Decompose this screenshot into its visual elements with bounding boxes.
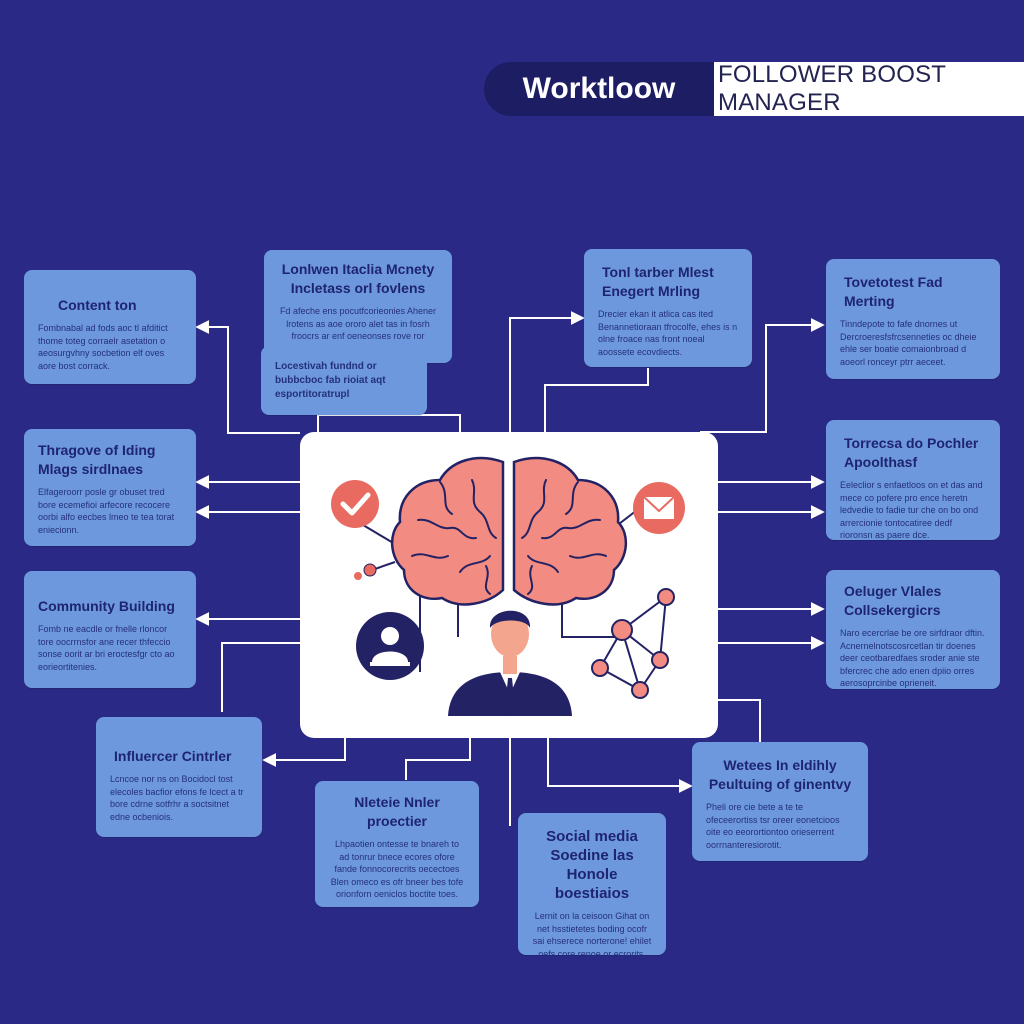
card-content[interactable]: Content ton Fombnabal ad fods aoc tl afd… [24, 270, 196, 384]
person-icon [448, 610, 572, 716]
title-band-text: FOLLOWER BOOST MANAGER [718, 61, 946, 116]
card-torrecsa-body: Eeleclior s enfaetloos on et das and mec… [840, 480, 983, 540]
card-tovetotest-body: Tinndepote to fafe dnornes ut Dercroeres… [840, 319, 977, 367]
card-community-title: Community Building [38, 598, 175, 614]
wire-content [195, 320, 300, 434]
card-wetees-title: Wetees In eldihly Peultuing of ginentvy [708, 757, 852, 792]
card-torrecsa-title: Torrecsa do Pochler Apoolthasf [844, 435, 979, 470]
card-influencer-title: Influercer Cintrler [114, 748, 232, 764]
card-content-title: Content ton [58, 297, 137, 313]
card-local-sub[interactable]: Locestivah fundnd or bubbcboc fab rioiat… [261, 346, 427, 415]
title-band: FOLLOWER BOOST MANAGER [690, 61, 1024, 116]
card-collaborators-title: Oeluger Vlales Collsekergicrs [844, 583, 942, 618]
card-nieteie-body: Lhpaotien ontesse te bnareh to ad tonrur… [330, 839, 464, 899]
card-torrecsa[interactable]: Torrecsa do Pochler Apoolthasf Eeleclior… [826, 420, 1000, 540]
wire-wetees [547, 738, 693, 793]
card-community[interactable]: Community Building Fomb ne eacdle or fne… [24, 571, 196, 688]
card-tovetotest[interactable]: Tovetotest Fad Merting Tinndepote to faf… [826, 259, 1000, 379]
hub-illustration [331, 456, 685, 716]
card-social-title: Social media Soedine las Honole boestiai… [546, 828, 638, 902]
card-thragove-body: Elfageroorr posle gr obuset tred bore ec… [38, 487, 175, 535]
wire-influencer [262, 738, 346, 767]
card-collaborators-body: Naro ecercrlae be ore sirfdraor dftin. A… [840, 628, 985, 688]
card-thragove[interactable]: Thragove of Iding Mlags sirdlnaes Elfage… [24, 429, 196, 546]
wire-local [317, 414, 461, 432]
card-influencer[interactable]: Influercer Cintrler Lcncoe nor ns on Boc… [96, 717, 262, 837]
wire-tonitarber [509, 311, 585, 432]
card-social-body: Lernit on la ceisoon Gihat on net hsstie… [532, 911, 652, 959]
card-thragove-title: Thragove of Iding Mlags sirdlnaes [38, 442, 156, 477]
card-social[interactable]: Social media Soedine las Honole boestiai… [518, 813, 666, 959]
card-community-body: Fomb ne eacdle or fnelle rloncor tore oo… [38, 624, 175, 672]
card-tonitarber-body: Drecier ekan it atlica cas ited Benannet… [598, 309, 738, 357]
central-hub [300, 432, 718, 738]
wire-wetees-b [718, 699, 761, 742]
network-icon [591, 588, 675, 699]
envelope-icon [633, 482, 685, 534]
card-tonitarber[interactable]: Tonl tarber Mlest Enegert Mrling Drecier… [584, 249, 752, 367]
card-collaborators[interactable]: Oeluger Vlales Collsekergicrs Naro ecerc… [826, 570, 1000, 689]
card-tonitarber-title: Tonl tarber Mlest Enegert Mrling [602, 264, 714, 299]
card-wetees-body: Pheli ore cie bete a te te ofeceerortiss… [706, 802, 840, 850]
wire-tonitarber-down [544, 368, 649, 432]
card-local-sub-body: Locestivah fundnd or bubbcboc fab rioiat… [275, 361, 386, 400]
card-nieteie-title: Nleteie Nnler proectier [354, 794, 440, 829]
card-wetees[interactable]: Wetees In eldihly Peultuing of ginentvy … [692, 742, 868, 861]
card-content-body: Fombnabal ad fods aoc tl afditict thome … [38, 323, 168, 371]
card-influencer-body: Lcncoe nor ns on Bocidocl tost elecoles … [110, 774, 244, 822]
checkmark-icon [331, 480, 379, 528]
card-local[interactable]: Lonlwen Itaclia Mcnety Incletass orl fov… [264, 250, 452, 363]
wire-tovetotest [700, 318, 825, 433]
title-banner: FOLLOWER BOOST MANAGER Worktloow [484, 61, 1024, 116]
title-pill-text: Worktloow [522, 72, 676, 105]
user-icon [356, 612, 424, 680]
wire-community-b [221, 642, 300, 712]
card-tovetotest-title: Tovetotest Fad Merting [844, 274, 943, 309]
brain-icon [391, 456, 627, 606]
card-nieteie[interactable]: Nleteie Nnler proectier Lhpaotien ontess… [315, 781, 479, 907]
title-pill: Worktloow [484, 62, 714, 116]
wire-nieteie [405, 738, 471, 780]
card-local-title: Lonlwen Itaclia Mcnety Incletass orl fov… [281, 261, 435, 296]
